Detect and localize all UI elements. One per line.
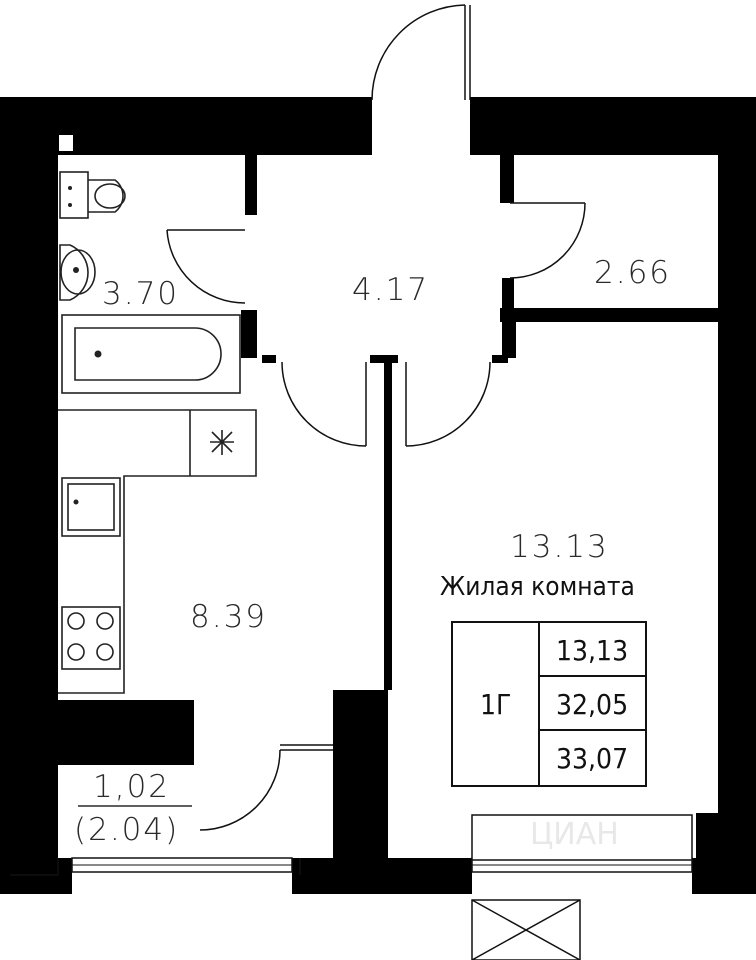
window-balcony bbox=[71, 857, 293, 873]
doors bbox=[166, 4, 586, 831]
balcony-area-label: 1,02 bbox=[93, 769, 170, 805]
stove-icon bbox=[61, 606, 121, 670]
kitchen-area-label: 8.39 bbox=[190, 599, 267, 635]
apartment-type-label: 1Г bbox=[480, 688, 511, 721]
watermark: ЦИАН bbox=[530, 817, 619, 852]
toilet-icon bbox=[59, 171, 126, 219]
kitchen-sink-icon bbox=[61, 477, 121, 537]
balcony-area-full-label: (2.04) bbox=[74, 812, 179, 848]
area-summary-table: 1Г 13,13 32,05 33,07 bbox=[451, 621, 647, 787]
ventilation-marks bbox=[57, 133, 88, 153]
bathtub-icon bbox=[61, 314, 241, 394]
bathroom-area-label: 3.70 bbox=[102, 276, 179, 312]
balcony-outline bbox=[10, 858, 301, 876]
total-area-value: 32,05 bbox=[556, 688, 628, 721]
living-area-value: 13,13 bbox=[556, 634, 628, 667]
walls bbox=[0, 97, 756, 894]
hall-area-label: 4.17 bbox=[352, 272, 429, 308]
sink-icon bbox=[59, 244, 96, 301]
kitchen-counter-icon bbox=[58, 409, 257, 694]
living-balcony-box bbox=[471, 814, 693, 960]
storage-area-label: 2.66 bbox=[594, 255, 671, 291]
total-with-balcony-value: 33,07 bbox=[556, 742, 628, 775]
living-area-label: 13.13 bbox=[510, 529, 609, 565]
living-room-name: Жилая комната bbox=[440, 572, 635, 602]
